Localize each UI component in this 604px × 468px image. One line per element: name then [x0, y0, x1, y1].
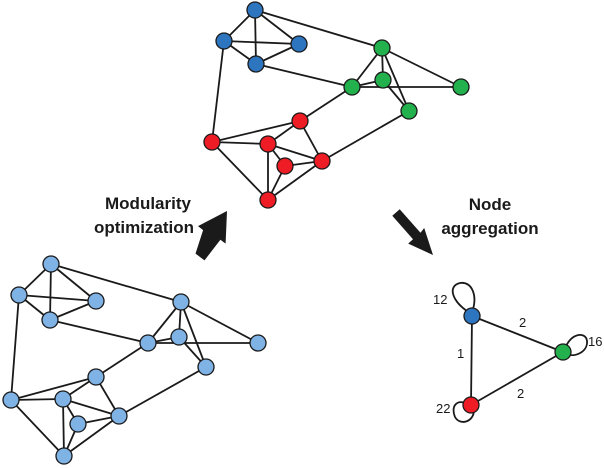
green-community-node [400, 102, 418, 120]
graph-node [170, 328, 188, 346]
aggregation-label-line2: aggregation [441, 219, 538, 238]
graph-edge [223, 40, 300, 45]
input-graph [2, 255, 267, 465]
community-graph-nodes [203, 1, 470, 209]
modularity-label-line2: optimization [94, 218, 194, 237]
graph-node [172, 293, 190, 311]
graph-edge [50, 263, 97, 302]
green-community-node [374, 71, 392, 89]
graph-edge [147, 301, 182, 344]
modularity-label-line1: Modularity [105, 194, 191, 213]
green-community-node [373, 39, 391, 57]
blue-community-node [247, 55, 265, 73]
graph-node [2, 391, 20, 409]
input-graph-nodes [2, 255, 267, 465]
graph-edge [49, 319, 149, 344]
aggregated-graph [451, 282, 588, 423]
aggregated-edge-blue-red [470, 315, 473, 406]
graph-node [139, 334, 157, 352]
graph-node [10, 286, 28, 304]
graph-edge [49, 263, 52, 321]
graph-edge [63, 415, 120, 457]
graph-edge [211, 141, 269, 145]
red-self-loop-weight: 22 [436, 401, 450, 416]
red-community-node [259, 135, 277, 153]
green-community-node [343, 78, 361, 96]
red-green-edge-weight: 2 [517, 386, 524, 401]
graph-edge [10, 376, 97, 401]
aggregation-arrow-icon [392, 209, 433, 255]
red-self-loop [452, 401, 475, 423]
graph-edge [267, 143, 323, 162]
red-community-node [313, 152, 331, 170]
red-community-node [259, 191, 277, 209]
aggregated-edge-red-green [470, 351, 564, 406]
graph-node [41, 311, 59, 329]
input-graph-edges [10, 263, 259, 457]
graph-edge [254, 9, 383, 49]
green-self-loop [564, 334, 588, 356]
graph-edge [180, 301, 259, 344]
blue-green-edge-weight: 2 [519, 315, 526, 330]
graph-node [54, 390, 72, 408]
graph-edge [10, 399, 65, 457]
graph-edge [18, 294, 97, 302]
aggregated-edge-blue-green [471, 315, 564, 353]
blue-red-edge-weight: 1 [457, 346, 464, 361]
graph-node [42, 255, 60, 273]
graph-edge [62, 398, 120, 417]
green-aggregated-node [554, 343, 572, 361]
community-graph-edges [211, 9, 462, 201]
graph-node [197, 358, 215, 376]
graph-node [87, 368, 105, 386]
graph-edge [267, 160, 323, 201]
blue-community-node [215, 32, 233, 50]
graph-edge [321, 110, 410, 162]
graph-node [110, 407, 128, 425]
graph-edge [254, 9, 300, 45]
graph-edge [118, 366, 207, 417]
blue-aggregated-node [463, 307, 481, 325]
graph-node [55, 447, 73, 465]
graph-edge [95, 342, 149, 378]
graph-node [87, 292, 105, 310]
graph-edge [299, 86, 353, 122]
graph-edge [211, 40, 225, 143]
graph-edge [381, 47, 462, 88]
graph-edge [211, 141, 269, 201]
graph-node [69, 415, 87, 433]
red-community-node [276, 157, 294, 175]
modularity-arrow-icon [195, 211, 227, 261]
graph-edge [62, 398, 65, 457]
blue-self-loop-weight: 12 [433, 292, 447, 307]
graph-edge [50, 263, 182, 303]
red-aggregated-node [462, 396, 480, 414]
red-community-node [203, 133, 221, 151]
blue-self-loop [451, 282, 476, 314]
graph-node [249, 334, 267, 352]
graph-edge [180, 301, 207, 368]
blue-community-node [246, 1, 264, 19]
red-community-node [291, 112, 309, 130]
graph-edge [254, 9, 257, 65]
green-self-loop-weight: 16 [588, 334, 602, 349]
graph-edge [255, 63, 353, 88]
graph-edge [10, 294, 20, 401]
community-graph [203, 1, 470, 209]
green-community-node [452, 78, 470, 96]
graph-edge [10, 398, 64, 401]
blue-community-node [290, 35, 308, 53]
aggregation-label-line1: Node [469, 195, 512, 214]
graph-edge [381, 47, 410, 112]
graph-edge [211, 120, 301, 143]
